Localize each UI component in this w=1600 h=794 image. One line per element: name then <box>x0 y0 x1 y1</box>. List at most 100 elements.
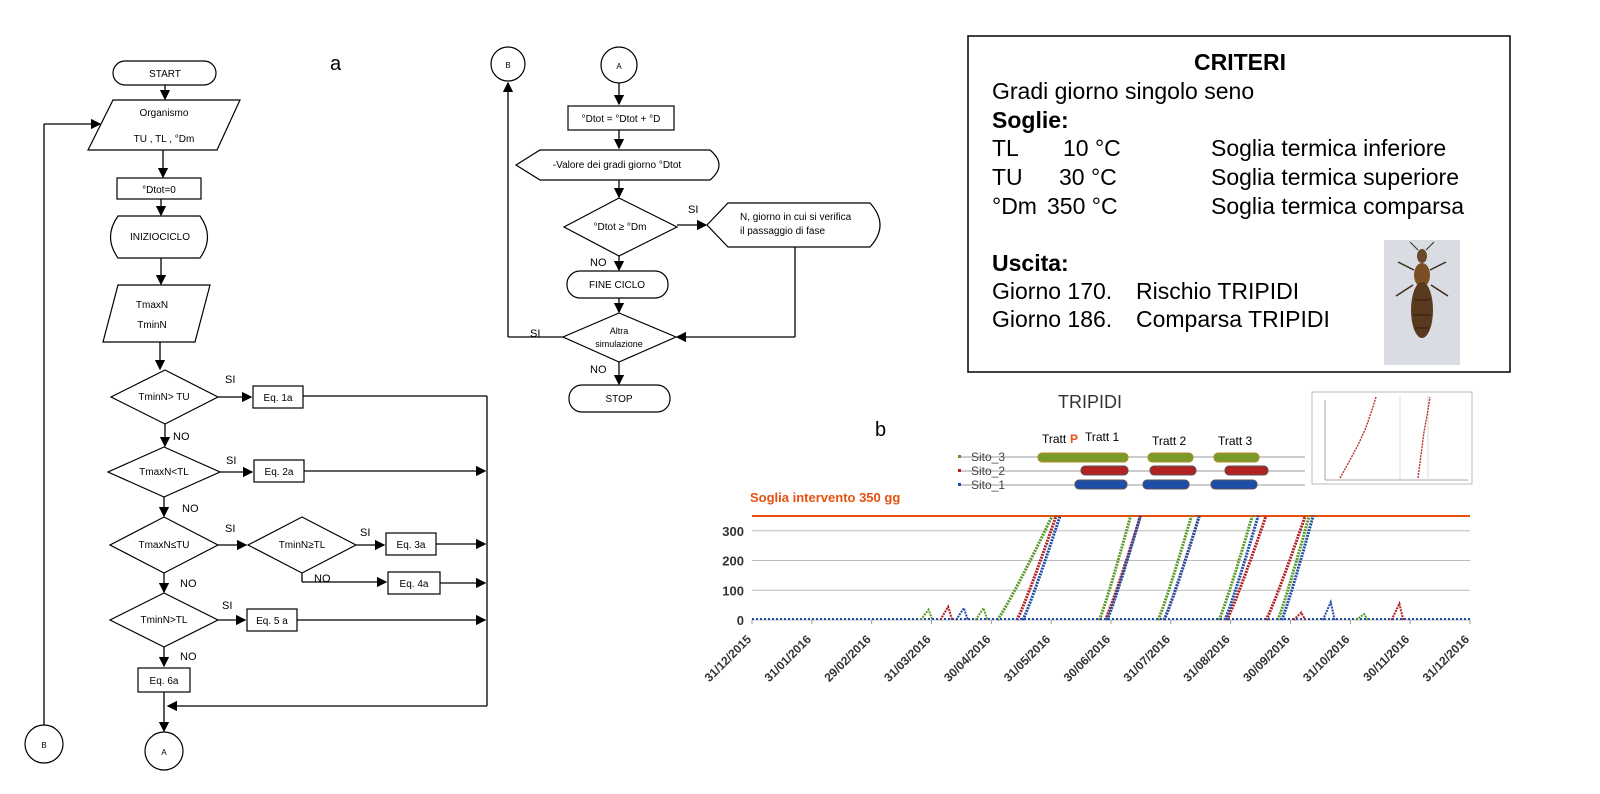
start-label: START <box>149 69 181 80</box>
thrips-image <box>1384 240 1460 365</box>
treatment-label: P <box>1070 432 1078 446</box>
x-tick-label: 31/08/2016 <box>1180 632 1233 685</box>
series-line-sito_3 <box>1276 515 1311 621</box>
decision-2-label: TmaxN<TL <box>139 467 189 478</box>
output-label: -Valore dei gradi giorno °Dtot <box>553 160 682 171</box>
series-bump <box>1390 600 1405 621</box>
series-line-sito_1 <box>1223 515 1260 621</box>
soglia-key: TU <box>992 164 1023 190</box>
series-bump <box>919 607 934 621</box>
x-tick-label: 31/10/2016 <box>1300 632 1353 685</box>
soglia-desc: Soglia termica superiore <box>1211 164 1459 190</box>
panel-label-b: b <box>875 419 886 441</box>
series-line-sito_1 <box>1105 515 1142 621</box>
no-label: NO <box>590 364 607 376</box>
altra-label-2: simulazione <box>595 339 643 349</box>
treatment-label: Tratt 1 <box>1085 430 1120 444</box>
eq6-label: Eq. 6a <box>150 676 179 687</box>
treatment-label: Tratt 2 <box>1152 434 1187 448</box>
eq2-label: Eq. 2a <box>265 467 294 478</box>
series-line-sito_2 <box>1015 515 1058 621</box>
accum-label: °Dtot = °Dtot + °D <box>582 114 661 125</box>
eq5-label: Eq. 5 a <box>256 616 288 627</box>
si-label: SI <box>226 455 236 467</box>
legend-item: Sito_1 <box>971 478 1005 492</box>
y-tick-label: 300 <box>722 524 744 539</box>
fine-ciclo-label: FINE CICLO <box>589 280 645 291</box>
series-line-sito_2 <box>1225 515 1268 621</box>
series-line-sito_3 <box>1156 515 1193 621</box>
no-label: NO <box>180 651 197 663</box>
chart-legend: Sito_3 Sito_2 Sito_1 Tratt P Tratt 1 Tra… <box>958 430 1305 492</box>
x-tick-label: 30/04/2016 <box>941 632 994 685</box>
si-label: SI <box>688 204 698 216</box>
accum-box <box>567 105 675 131</box>
result-display <box>706 202 881 248</box>
result-line-1: N, giorno in cui si verifica <box>740 212 852 223</box>
altra-label-1: Altra <box>610 326 629 336</box>
decision-3b-label: TminN≥TL <box>279 540 326 551</box>
eq1-label: Eq. 1a <box>264 393 293 404</box>
output-text: Comparsa TRIPIDI <box>1136 306 1330 332</box>
criteri-title: CRITERI <box>1194 49 1286 75</box>
stop-label: STOP <box>605 394 632 405</box>
soglia-value: 10 °C <box>1063 135 1121 161</box>
si-label: SI <box>225 374 235 386</box>
tmax-label: TmaxN <box>136 300 168 311</box>
series-line-sito_3 <box>1217 515 1254 621</box>
y-tick-label: 200 <box>722 554 744 569</box>
x-tick-label: 29/02/2016 <box>821 632 874 685</box>
y-tick-label: 100 <box>722 583 744 598</box>
no-label: NO <box>173 431 190 443</box>
inset-chart <box>1311 391 1473 485</box>
output-day: Giorno 186. <box>992 306 1112 332</box>
no-label: NO <box>590 257 607 269</box>
result-line-2: il passaggio di fase <box>740 226 825 237</box>
x-tick-label: 31/01/2016 <box>762 632 815 685</box>
connector-b <box>490 46 526 82</box>
eq1-box <box>252 385 304 409</box>
x-tick-label: 31/03/2016 <box>881 632 934 685</box>
x-tick-label: 30/11/2016 <box>1360 632 1412 684</box>
series-bump <box>974 605 989 621</box>
tmin-label: TminN <box>137 320 166 331</box>
series-line-sito_1 <box>1280 515 1315 621</box>
series-line-sito_2 <box>1103 515 1142 621</box>
decision-5-label: TminN>TL <box>141 615 188 626</box>
series-line-sito_3 <box>1097 515 1133 621</box>
series-bump <box>939 604 954 621</box>
soglia-value: 30 °C <box>1059 164 1117 190</box>
x-tick-label: 30/06/2016 <box>1061 632 1114 685</box>
connector-a <box>144 731 184 771</box>
right-flowchart: B A °Dtot = °Dtot + °D -Valore dei gradi… <box>490 46 881 413</box>
eq6-box <box>137 667 191 693</box>
output-display <box>514 149 720 181</box>
x-tick-label: 31/05/2016 <box>1001 632 1054 685</box>
connector-b-label: B <box>505 61 510 70</box>
x-tick-label: 31/07/2016 <box>1121 632 1174 685</box>
si-label: SI <box>530 328 540 340</box>
legend-item: Sito_3 <box>971 450 1005 464</box>
si-label: SI <box>225 523 235 535</box>
criteri-panel: CRITERI Gradi giorno singolo seno Soglie… <box>967 35 1511 373</box>
series-bump <box>1355 612 1369 621</box>
x-tick-label: 30/09/2016 <box>1240 632 1293 685</box>
series-line-sito_1 <box>1021 515 1062 621</box>
inizio-box <box>109 215 209 259</box>
si-label: SI <box>360 527 370 539</box>
stop-terminal <box>568 384 671 413</box>
soglia-desc: Soglia termica inferiore <box>1211 135 1446 161</box>
no-label: NO <box>182 503 199 515</box>
series-line-sito_2 <box>1264 515 1307 621</box>
panel-label-a: a <box>330 53 342 75</box>
chart-title: TRIPIDI <box>1058 392 1122 412</box>
soglia-key: TL <box>992 135 1019 161</box>
connector-a-label: A <box>616 62 622 71</box>
init-box <box>116 177 202 200</box>
legend-item: Sito_2 <box>971 464 1005 478</box>
eq4-label: Eq. 4a <box>400 579 429 590</box>
si-label: SI <box>222 600 232 612</box>
y-tick-label: 0 <box>737 613 744 628</box>
